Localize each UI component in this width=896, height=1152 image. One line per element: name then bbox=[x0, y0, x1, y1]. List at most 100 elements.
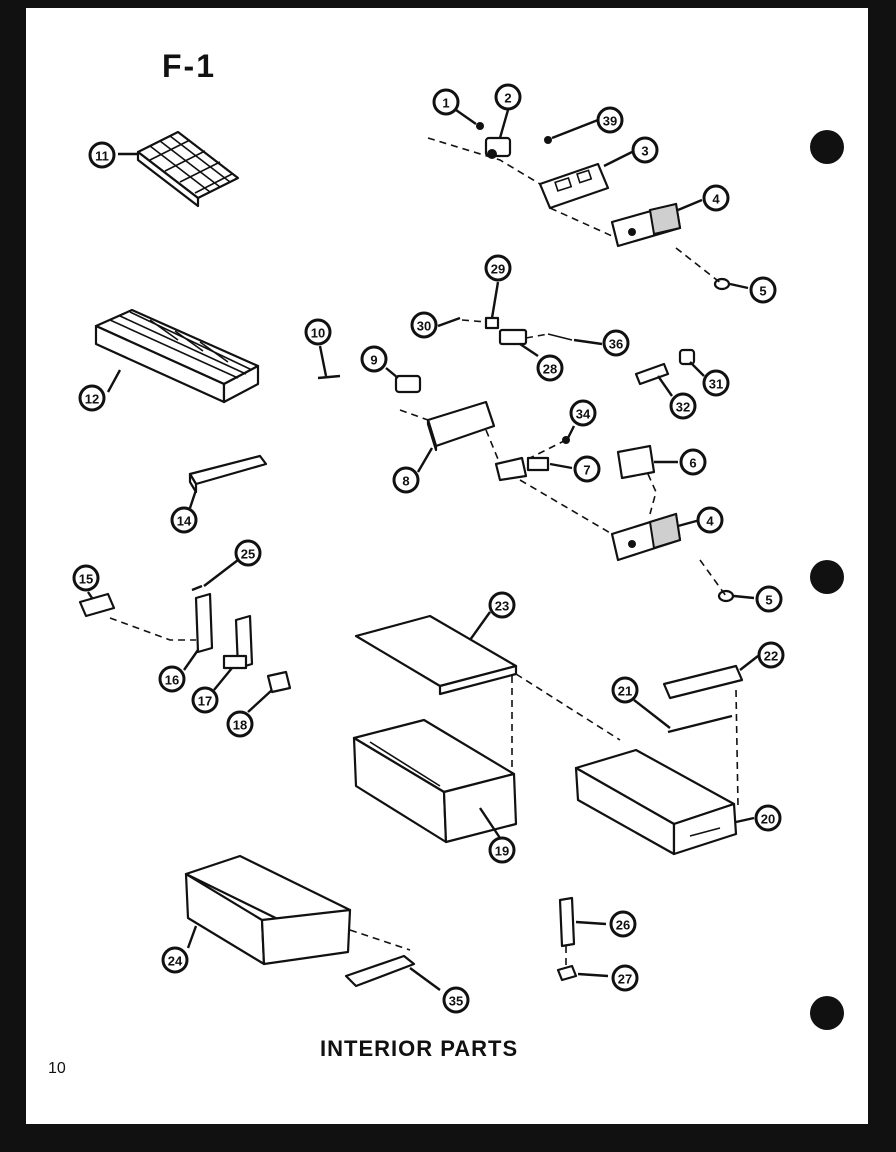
callout-11: 11 bbox=[88, 141, 116, 169]
callout-31: 31 bbox=[702, 369, 730, 397]
scan-edge-top bbox=[0, 0, 896, 8]
callout-15: 15 bbox=[72, 564, 100, 592]
callout-12: 12 bbox=[78, 384, 106, 412]
callout-number: 6 bbox=[689, 456, 696, 471]
callout-2: 2 bbox=[494, 83, 522, 111]
part-clip-27 bbox=[556, 964, 578, 982]
callout-19: 19 bbox=[488, 836, 516, 864]
part-lamp-31 bbox=[678, 348, 696, 366]
callout-number: 1 bbox=[442, 96, 449, 111]
sheet-id: F-1 bbox=[162, 48, 216, 84]
callout-circle bbox=[702, 184, 730, 212]
callout-5: 5 bbox=[755, 585, 783, 613]
callout-number: 5 bbox=[765, 593, 772, 608]
callout-number: 2 bbox=[504, 91, 511, 106]
part-switch-28 bbox=[484, 316, 528, 346]
callout-21: 21 bbox=[611, 676, 639, 704]
callout-circle bbox=[696, 506, 724, 534]
callout-number: 11 bbox=[95, 149, 109, 164]
callout-circle bbox=[488, 591, 516, 619]
callout-circle bbox=[611, 676, 639, 704]
binder-hole-top bbox=[810, 130, 844, 164]
callout-22: 22 bbox=[757, 641, 785, 669]
callout-circle bbox=[569, 399, 597, 427]
leader-lines bbox=[87, 109, 759, 991]
callout-circle bbox=[536, 354, 564, 382]
callout-39: 39 bbox=[596, 106, 624, 134]
callout-circle bbox=[749, 276, 777, 304]
part-control-housing-upper bbox=[610, 202, 682, 248]
callout-number: 30 bbox=[417, 319, 431, 334]
part-pin-10 bbox=[317, 374, 341, 380]
callout-number: 4 bbox=[706, 514, 714, 529]
callout-circle bbox=[158, 665, 186, 693]
part-ice-tray bbox=[136, 130, 240, 208]
callout-32: 32 bbox=[669, 392, 697, 420]
callout-number: 27 bbox=[618, 972, 632, 987]
callout-number: 18 bbox=[233, 718, 247, 733]
part-crisper-cover bbox=[354, 614, 518, 696]
part-bracket-15 bbox=[78, 592, 116, 618]
callout-27: 27 bbox=[611, 964, 639, 992]
part-shelf bbox=[94, 308, 260, 404]
callout-number: 3 bbox=[641, 144, 648, 159]
callout-18: 18 bbox=[226, 710, 254, 738]
callout-number: 17 bbox=[198, 694, 212, 709]
callout-7: 7 bbox=[573, 455, 601, 483]
callout-circle bbox=[755, 585, 783, 613]
part-control-plate-8 bbox=[426, 400, 496, 452]
callout-circle bbox=[191, 686, 219, 714]
callout-8: 8 bbox=[392, 466, 420, 494]
callout-circle bbox=[170, 506, 198, 534]
callout-number: 36 bbox=[609, 337, 623, 352]
callout-circle bbox=[602, 329, 630, 357]
callout-16: 16 bbox=[158, 665, 186, 693]
callout-29: 29 bbox=[484, 254, 512, 282]
callout-circle bbox=[432, 88, 460, 116]
callout-number: 35 bbox=[449, 994, 463, 1009]
part-drawer-handle bbox=[344, 954, 416, 988]
callout-circle bbox=[78, 384, 106, 412]
callout-30: 30 bbox=[410, 311, 438, 339]
sheet-title: INTERIOR PARTS bbox=[320, 1036, 519, 1061]
part-meat-keeper bbox=[574, 748, 738, 856]
callout-36: 36 bbox=[602, 329, 630, 357]
callout-circle bbox=[226, 710, 254, 738]
callout-circle bbox=[72, 564, 100, 592]
part-thermostat-knob bbox=[484, 136, 512, 159]
callout-3: 3 bbox=[631, 136, 659, 164]
callout-24: 24 bbox=[161, 946, 189, 974]
callout-circle bbox=[702, 369, 730, 397]
callout-number: 23 bbox=[495, 599, 509, 614]
callout-number: 7 bbox=[583, 463, 590, 478]
callout-number: 25 bbox=[241, 547, 255, 562]
callout-25: 25 bbox=[234, 539, 262, 567]
part-screw-25 bbox=[191, 584, 203, 592]
callout-circle bbox=[757, 641, 785, 669]
callout-number: 22 bbox=[764, 649, 778, 664]
callout-4: 4 bbox=[702, 184, 730, 212]
callout-number: 32 bbox=[676, 400, 690, 415]
part-support-17 bbox=[222, 614, 254, 670]
callout-5: 5 bbox=[749, 276, 777, 304]
part-bracket-6 bbox=[616, 444, 656, 480]
callout-circle bbox=[488, 836, 516, 864]
callout-6: 6 bbox=[679, 448, 707, 476]
callout-circle bbox=[304, 318, 332, 346]
part-roller-18 bbox=[266, 670, 292, 694]
callout-9: 9 bbox=[360, 345, 388, 373]
scan-edge-right bbox=[868, 0, 896, 1152]
callout-1: 1 bbox=[432, 88, 460, 116]
callout-10: 10 bbox=[304, 318, 332, 346]
callout-number: 16 bbox=[165, 673, 179, 688]
callout-number: 10 bbox=[311, 326, 325, 341]
assembly-dashes bbox=[109, 137, 739, 966]
callout-number: 4 bbox=[712, 192, 720, 207]
callout-26: 26 bbox=[609, 910, 637, 938]
part-drawer bbox=[184, 854, 352, 966]
callout-number: 8 bbox=[402, 474, 409, 489]
callout-number: 28 bbox=[543, 362, 557, 377]
part-switch-7 bbox=[494, 456, 550, 482]
part-support-16 bbox=[194, 592, 214, 654]
